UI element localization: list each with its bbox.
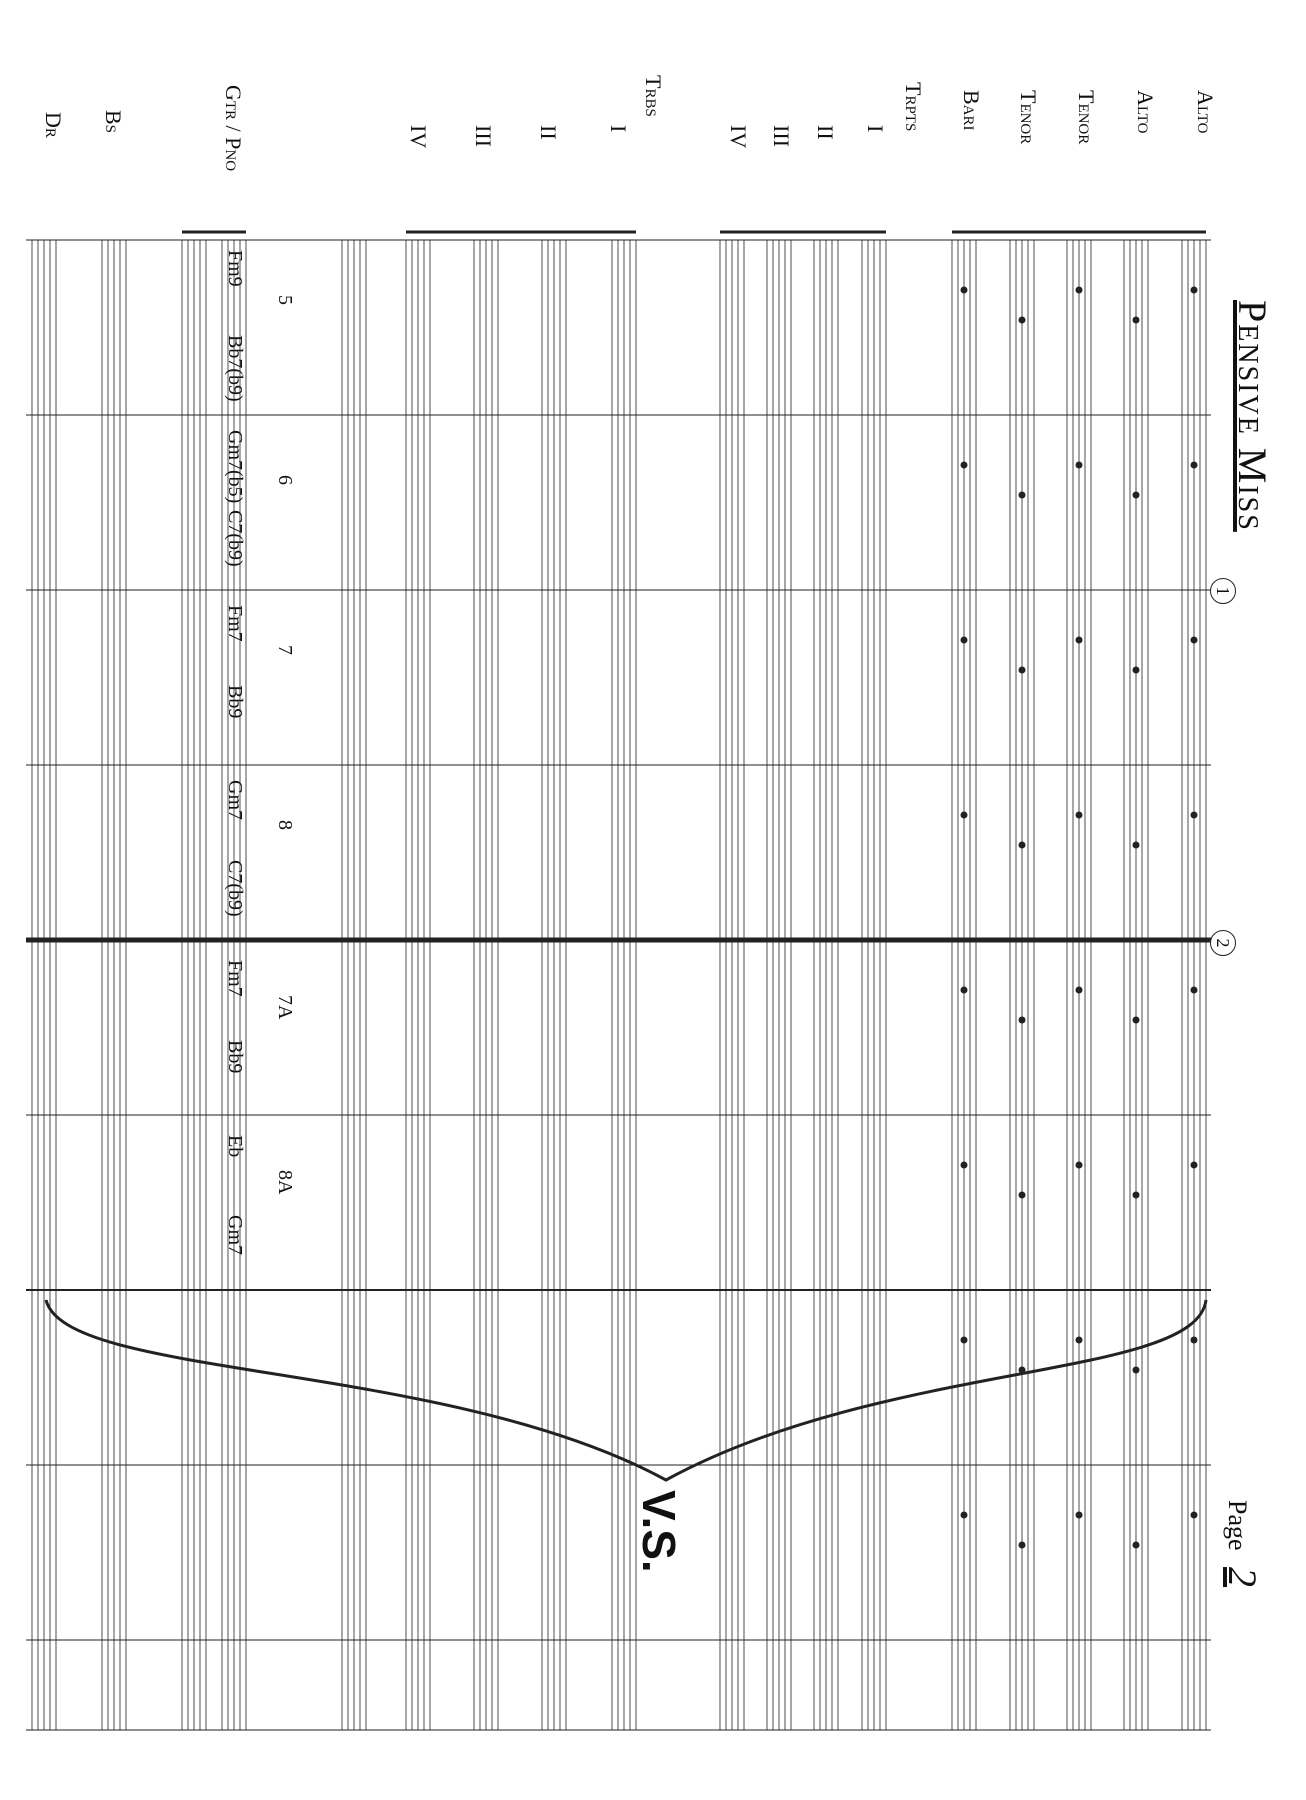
note-head bbox=[1018, 1191, 1026, 1199]
note-head bbox=[1190, 1161, 1198, 1169]
note-head bbox=[960, 986, 968, 994]
note-head bbox=[1075, 986, 1083, 994]
note-head bbox=[1018, 841, 1026, 849]
note-head bbox=[1190, 986, 1198, 994]
volti-subito-brace bbox=[44, 1299, 1208, 1482]
note-head bbox=[1132, 841, 1140, 849]
note-head bbox=[1190, 461, 1198, 469]
note-head bbox=[960, 811, 968, 819]
note-head bbox=[960, 1511, 968, 1519]
note-head bbox=[1075, 286, 1083, 294]
note-head bbox=[1132, 1016, 1140, 1024]
note-head bbox=[1018, 1016, 1026, 1024]
note-head bbox=[1190, 286, 1198, 294]
note-head bbox=[1132, 666, 1140, 674]
note-head bbox=[1018, 491, 1026, 499]
note-head bbox=[960, 1336, 968, 1344]
note-head bbox=[1190, 1511, 1198, 1519]
note-head bbox=[1075, 461, 1083, 469]
note-head bbox=[1075, 1511, 1083, 1519]
note-head bbox=[1018, 666, 1026, 674]
note-head bbox=[1190, 1336, 1198, 1344]
note-head bbox=[1075, 1336, 1083, 1344]
note-head bbox=[960, 1161, 968, 1169]
note-head bbox=[1190, 811, 1198, 819]
note-head bbox=[1132, 1541, 1140, 1549]
note-head bbox=[1018, 1541, 1026, 1549]
note-head bbox=[1075, 636, 1083, 644]
note-head bbox=[960, 286, 968, 294]
note-head bbox=[1132, 1366, 1140, 1374]
note-head bbox=[960, 636, 968, 644]
note-head bbox=[1018, 1366, 1026, 1374]
note-head bbox=[1132, 316, 1140, 324]
note-head bbox=[1132, 491, 1140, 499]
note-head bbox=[1190, 636, 1198, 644]
note-head bbox=[1018, 316, 1026, 324]
note-head bbox=[960, 461, 968, 469]
note-head bbox=[1132, 1191, 1140, 1199]
note-head bbox=[1075, 1161, 1083, 1169]
note-head bbox=[1075, 811, 1083, 819]
